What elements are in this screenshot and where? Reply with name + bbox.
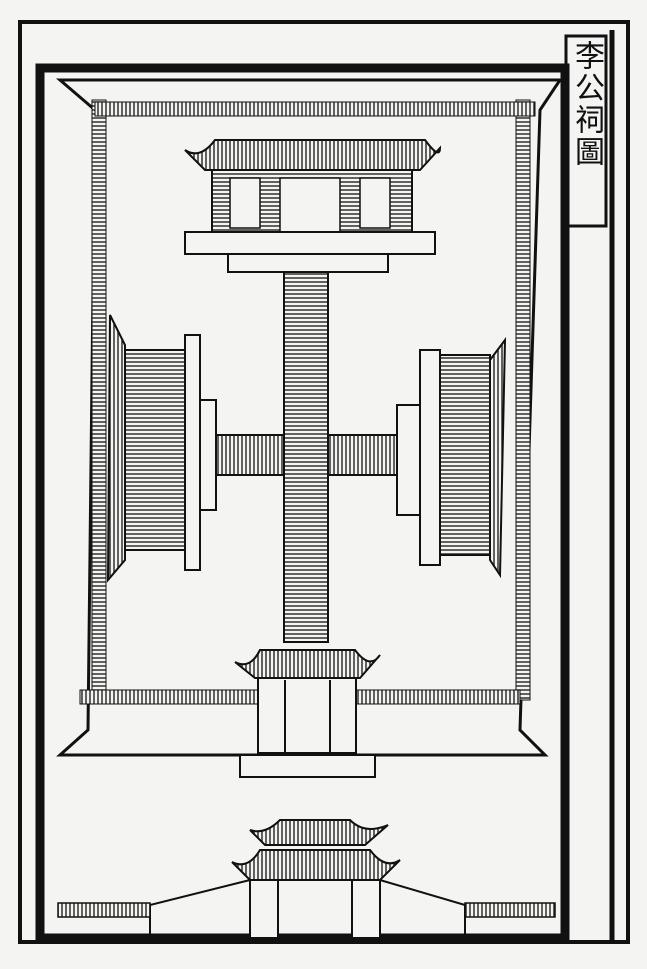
west-side-hall (106, 314, 217, 583)
title-cartouche (564, 34, 608, 228)
inner-border (35, 63, 570, 943)
cross-walkway-right (327, 434, 399, 476)
inner-gate (234, 649, 381, 778)
main-hall (184, 139, 442, 273)
cross-walkway-left (214, 434, 285, 476)
front-gate (57, 819, 556, 939)
central-walkway (283, 271, 329, 643)
east-side-hall (396, 336, 507, 579)
illustration-title: 李公祠圖 (569, 40, 604, 168)
